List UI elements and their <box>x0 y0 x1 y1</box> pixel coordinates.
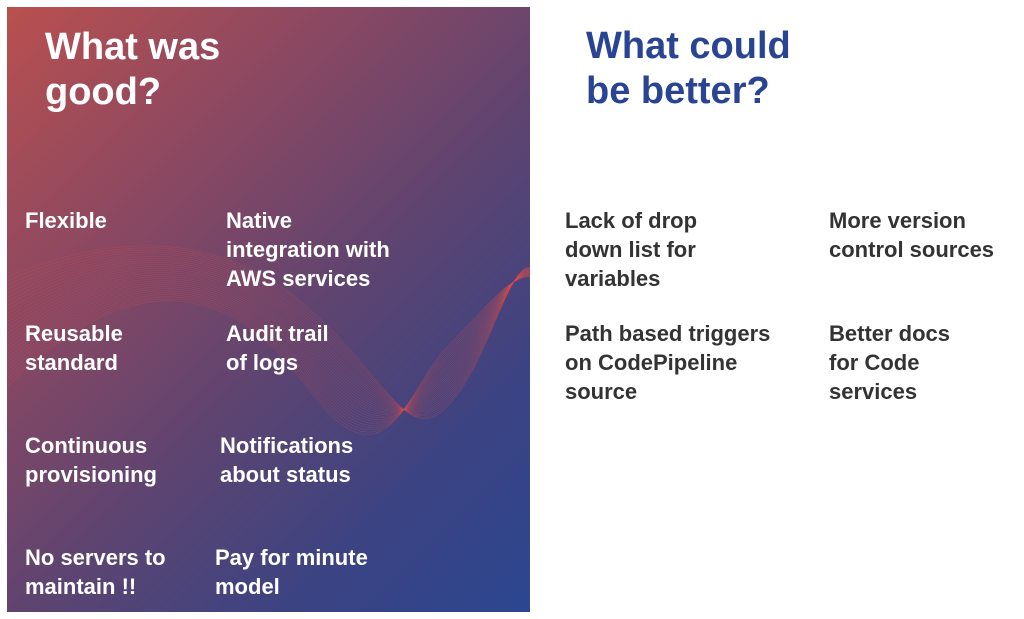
wave-line <box>7 271 530 412</box>
wave-line <box>7 255 530 413</box>
wave-line <box>7 274 530 422</box>
good-item-pay-per-minute: Pay for minute model <box>215 545 368 599</box>
what-was-good-panel: What was good? Flexible Native integrati… <box>7 7 530 612</box>
wave-line <box>7 251 530 415</box>
wave-line <box>7 260 530 411</box>
good-item-reusable: Reusable standard <box>25 321 123 375</box>
wave-line <box>7 272 530 414</box>
wave-line <box>7 276 530 435</box>
wave-line <box>7 258 530 412</box>
decorative-wave <box>7 245 530 435</box>
wave-line <box>7 247 530 418</box>
better-item-drop-down: Lack of drop down list for variables <box>565 208 698 291</box>
wave-line <box>7 272 530 415</box>
better-item-path-triggers: Path based triggers on CodePipeline sour… <box>565 321 771 404</box>
wave-line <box>7 249 530 416</box>
wave-line <box>7 273 530 417</box>
right-title: What could be better? <box>586 25 791 112</box>
wave-line <box>7 253 530 414</box>
wave-line <box>7 276 530 433</box>
wave-line <box>7 268 530 410</box>
good-item-native-integration: Native integration with AWS services <box>226 208 390 291</box>
good-item-no-servers: No servers to maintain !! <box>25 545 166 599</box>
better-item-version-control: More version control sources <box>829 208 995 262</box>
better-item-docs: Better docs for Code services <box>829 321 951 404</box>
left-title: What was good? <box>45 26 221 113</box>
wave-line <box>7 274 530 424</box>
wave-line <box>7 275 530 426</box>
good-item-audit-trail: Audit trail of logs <box>226 321 329 375</box>
wave-line <box>7 245 530 419</box>
good-item-flexible: Flexible <box>25 208 107 233</box>
wave-line <box>7 275 530 431</box>
wave-line <box>7 273 530 418</box>
wave-line <box>7 272 530 413</box>
wave-line <box>7 262 530 411</box>
wave-line <box>7 275 530 428</box>
good-item-notifications: Notifications about status <box>220 433 354 487</box>
good-item-continuous-provisioning: Continuous provisioning <box>25 433 157 487</box>
wave-line <box>7 270 530 411</box>
wave-line <box>7 271 530 411</box>
wave-line <box>7 274 530 420</box>
